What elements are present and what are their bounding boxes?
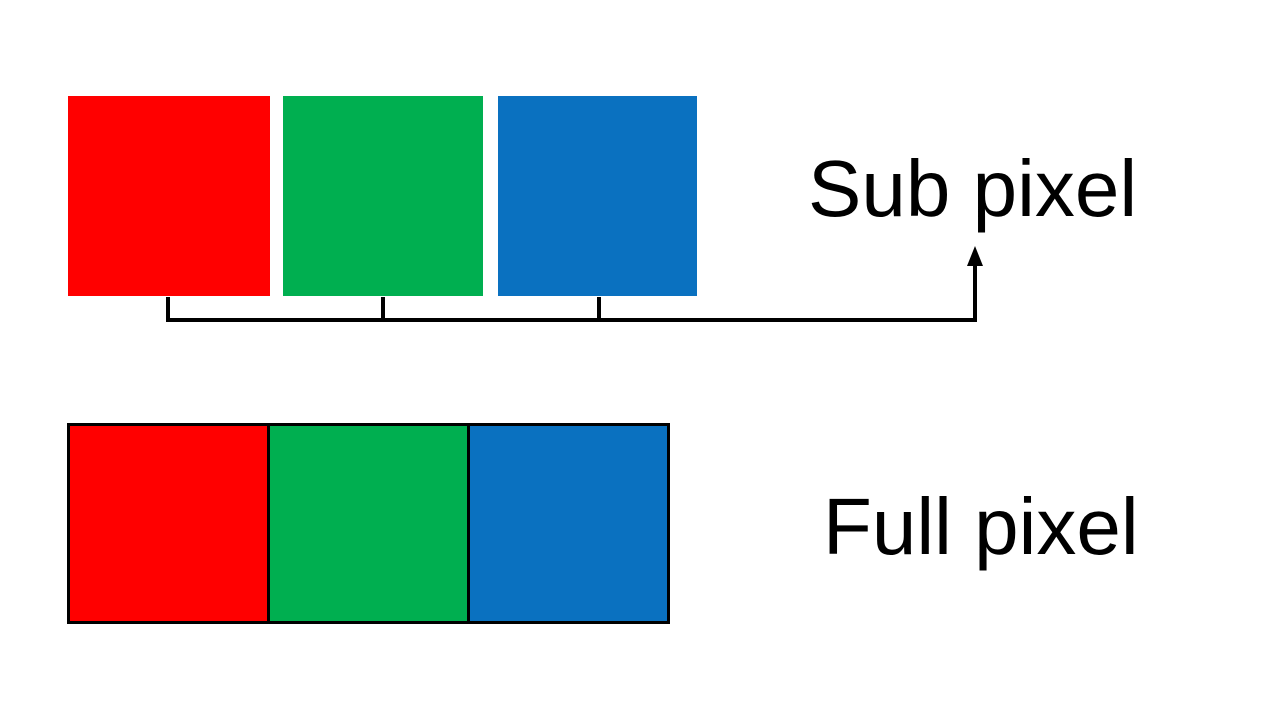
blue-cell (470, 426, 667, 621)
arrow-head-icon (967, 246, 983, 266)
green-cell (270, 426, 470, 621)
red-cell (70, 426, 270, 621)
green-subpixel (283, 96, 483, 296)
sub-pixel-label: Sub pixel (808, 144, 1138, 233)
red-subpixel (68, 96, 270, 296)
full-pixel-label: Full pixel (823, 482, 1139, 571)
blue-subpixel (498, 96, 697, 296)
full-pixel-block (67, 423, 670, 624)
